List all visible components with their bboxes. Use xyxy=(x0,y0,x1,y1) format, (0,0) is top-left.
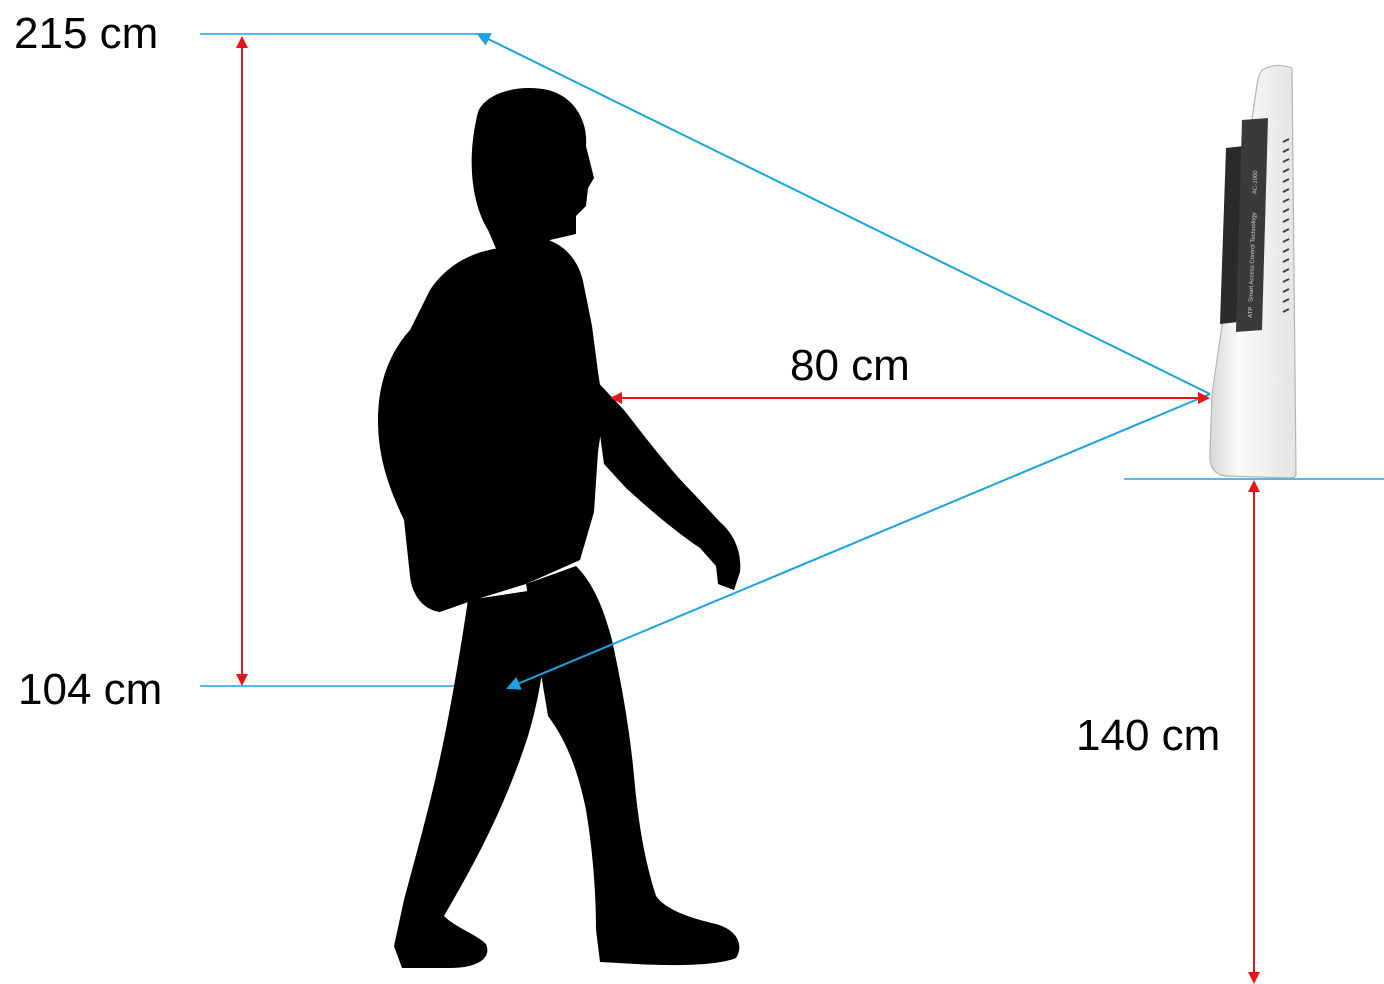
bottom-height-label: 104 cm xyxy=(18,665,163,714)
person-arm xyxy=(592,376,741,590)
device-brand-text: ATP xyxy=(1248,307,1254,318)
person-front-leg xyxy=(526,566,740,966)
person-silhouette xyxy=(378,88,741,968)
device-tagline-text: Smart Access Control Technology xyxy=(1249,212,1258,302)
person-torso xyxy=(378,240,604,612)
device-side-panel xyxy=(1236,118,1268,332)
lower-sight-line xyxy=(506,393,1211,690)
top-height-label: 215 cm xyxy=(14,9,159,58)
device-model-text: AC-1000 xyxy=(1252,170,1259,195)
mount-height-label: 140 cm xyxy=(1076,711,1221,760)
distance-label: 80 cm xyxy=(790,341,910,390)
upper-sight-line xyxy=(476,33,1211,395)
person-head xyxy=(471,88,594,258)
access-control-device: ATP Smart Access Control Technology AC-1… xyxy=(1209,64,1297,479)
device-vent-grille xyxy=(1282,138,1290,313)
person-back-leg xyxy=(394,588,548,968)
